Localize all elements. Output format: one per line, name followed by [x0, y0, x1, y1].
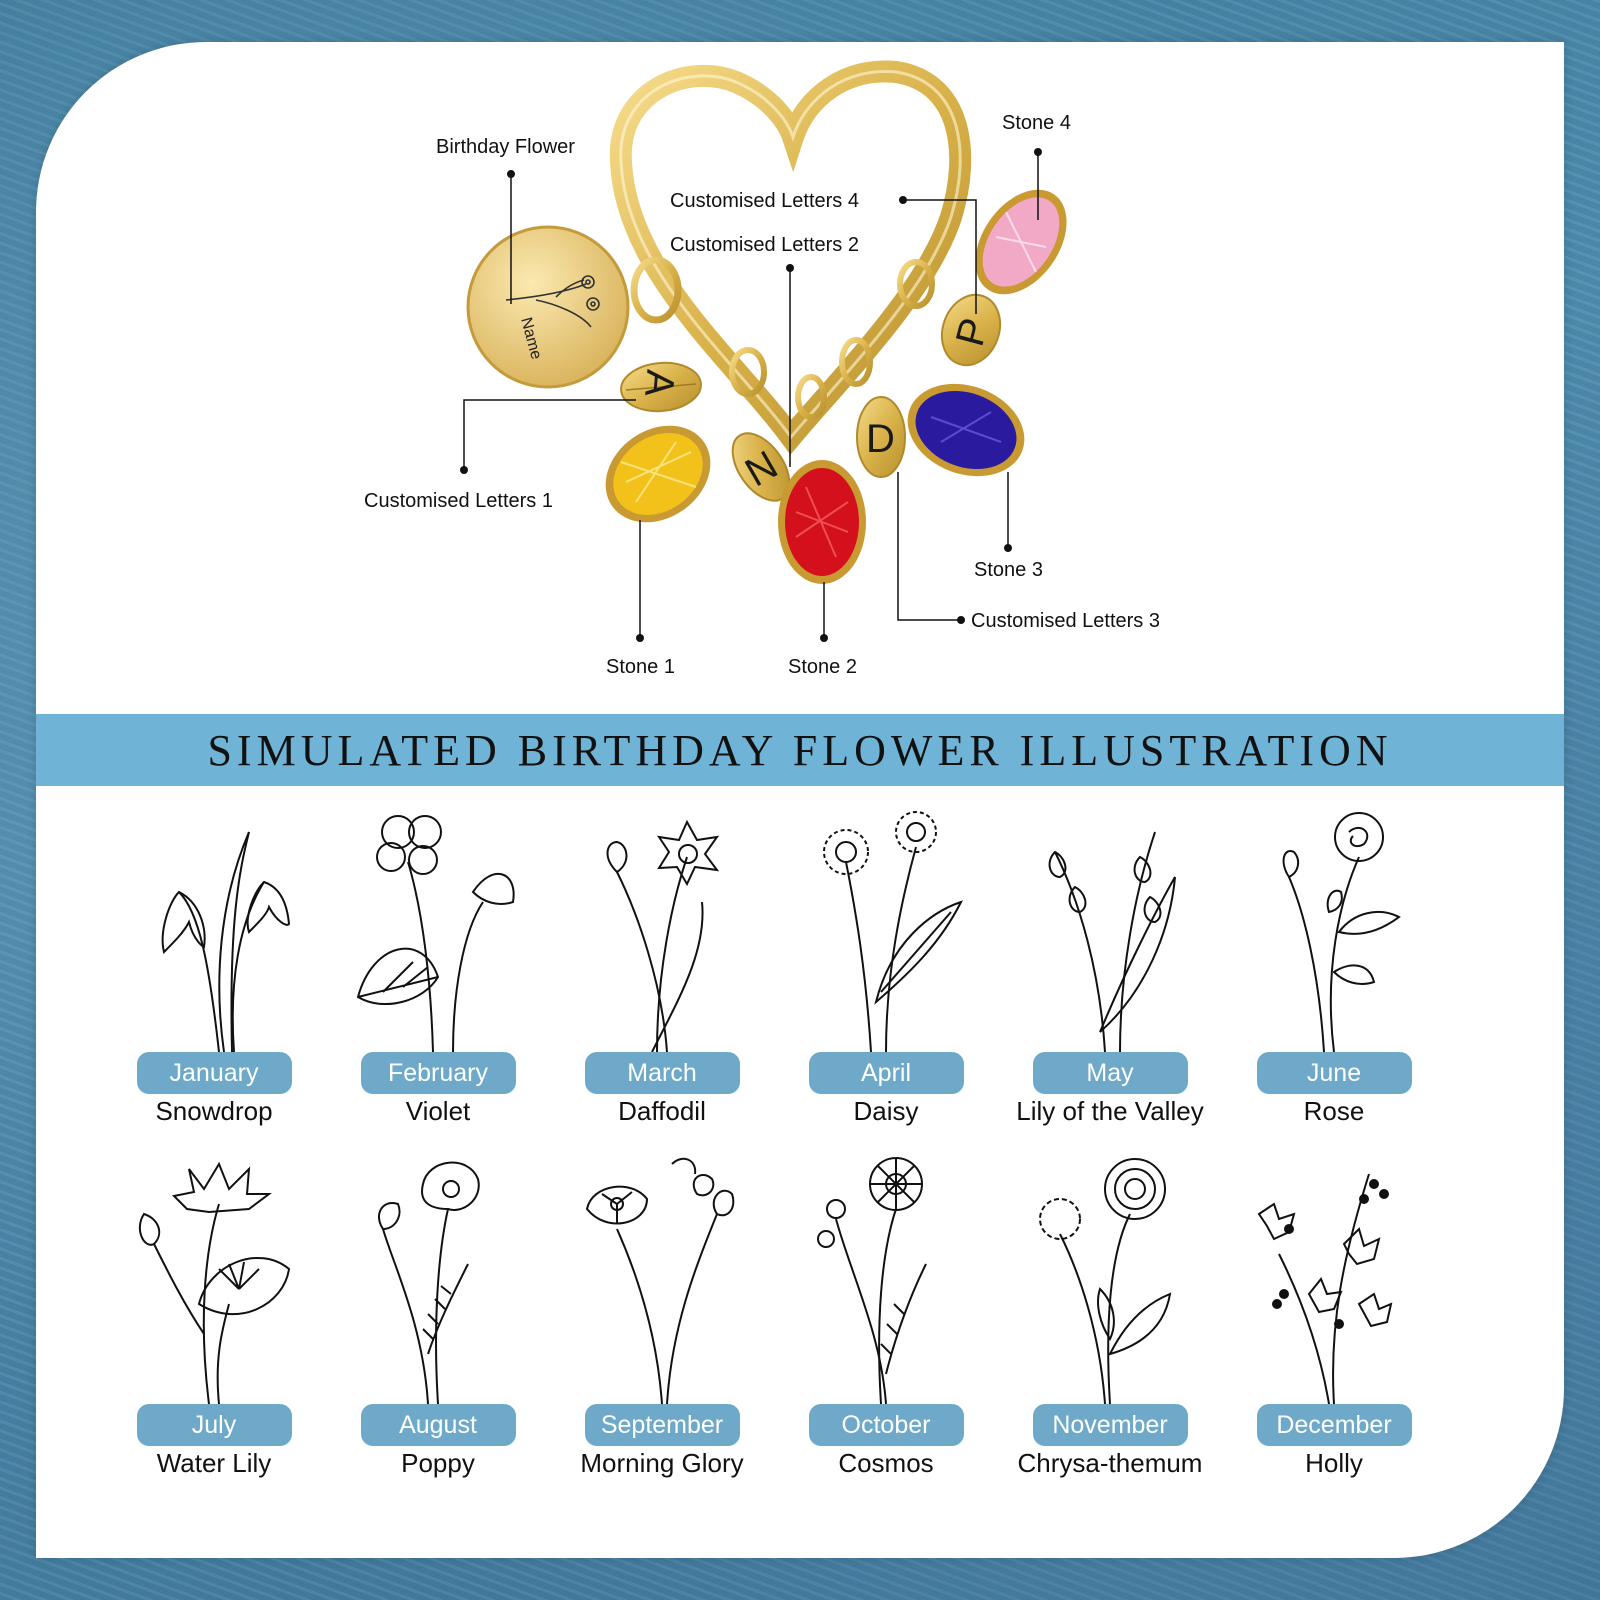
flower-card-october: October Cosmos	[776, 1154, 996, 1479]
flower-name-march: Daffodil	[618, 1096, 706, 1126]
flower-card-december: December Holly	[1224, 1154, 1444, 1479]
month-pill-august: August	[360, 1404, 516, 1446]
stone-1	[605, 425, 711, 523]
letter-charm-1: A	[620, 361, 702, 413]
flower-name-november: Chrysa-themum	[1017, 1448, 1203, 1478]
flower-name-september: Morning Glory	[580, 1448, 744, 1478]
callout-stone-3: Stone 3	[974, 559, 1043, 581]
flower-card-august: August Poppy	[328, 1154, 548, 1479]
month-pill-february: February	[360, 1052, 516, 1094]
water-lily-icon	[138, 1161, 291, 1404]
daffodil-icon	[606, 819, 720, 1052]
flower-card-april: April Daisy	[776, 802, 996, 1127]
flower-card-september: September Morning Glory	[552, 1154, 772, 1479]
month-pill-november: November	[1032, 1404, 1188, 1446]
snowdrop-icon	[161, 831, 291, 1052]
month-pill-march: March	[584, 1052, 740, 1094]
letter-charm-4: P	[940, 293, 1002, 367]
flower-card-june: June Rose	[1224, 802, 1444, 1127]
violet-icon	[356, 815, 515, 1052]
callout-letters-2: Customised Letters 2	[670, 234, 859, 256]
callout-letters-1: Customised Letters 1	[364, 490, 553, 512]
charm-letter-d: D	[866, 417, 895, 461]
month-pill-april: April	[808, 1052, 964, 1094]
callout-stone-4: Stone 4	[1002, 112, 1071, 134]
engraved-flower-icon	[505, 275, 600, 328]
callout-lines	[463, 152, 1039, 638]
flower-name-october: Cosmos	[838, 1448, 934, 1478]
poppy-icon	[378, 1161, 480, 1404]
flower-name-may: Lily of the Valley	[1016, 1096, 1204, 1126]
month-pill-july: July	[136, 1404, 292, 1446]
callout-letters-3: Customised Letters 3	[971, 610, 1160, 632]
flower-card-may: May Lily of the Valley	[1000, 802, 1220, 1127]
holly-icon	[1257, 1173, 1393, 1404]
charm-letter-a: A	[636, 368, 682, 399]
month-pill-october: October	[808, 1404, 964, 1446]
banner-title: SIMULATED BIRTHDAY FLOWER ILLUSTRATION	[207, 725, 1393, 775]
callout-dots	[460, 148, 1042, 642]
flower-name-february: Violet	[405, 1096, 471, 1126]
month-pill-may: May	[1032, 1052, 1188, 1094]
section-banner: SIMULATED BIRTHDAY FLOWER ILLUSTRATION	[36, 714, 1564, 786]
flower-card-march: March Daffodil	[552, 802, 772, 1127]
callout-letters-4: Customised Letters 4	[670, 190, 859, 212]
flower-card-february: February Violet	[328, 802, 548, 1127]
rose-icon	[1282, 812, 1401, 1052]
flower-card-july: July Water Lily	[104, 1154, 324, 1479]
flower-card-january: January Snowdrop	[104, 802, 324, 1127]
keychain-diagram: Name A N D P	[460, 60, 1067, 642]
morning-glory-icon	[585, 1157, 735, 1404]
stone-3	[907, 383, 1025, 477]
flower-name-july: Water Lily	[156, 1448, 272, 1478]
stone-2	[778, 460, 866, 584]
flower-name-january: Snowdrop	[155, 1096, 273, 1126]
callout-stone-1: Stone 1	[606, 656, 675, 678]
callout-birthday-flower: Birthday Flower	[436, 136, 575, 158]
product-card: Name A N D P	[36, 42, 1564, 1558]
cosmos-icon	[817, 1157, 927, 1404]
flower-name-april: Daisy	[853, 1096, 919, 1126]
daisy-icon	[823, 811, 963, 1052]
stone-4	[975, 189, 1067, 295]
flower-name-december: Holly	[1305, 1448, 1363, 1478]
month-pill-june: June	[1256, 1052, 1412, 1094]
month-pill-september: September	[584, 1404, 740, 1446]
lily-of-the-valley-icon	[1048, 831, 1176, 1052]
flower-name-august: Poppy	[401, 1448, 475, 1478]
month-pill-january: January	[136, 1052, 292, 1094]
callout-stone-2: Stone 2	[788, 656, 857, 678]
letter-charm-3: D	[856, 396, 906, 478]
chrysanthemum-icon	[1039, 1158, 1172, 1404]
flower-card-november: November Chrysa-themum	[1000, 1154, 1220, 1479]
month-pill-december: December	[1256, 1404, 1412, 1446]
flower-name-june: Rose	[1303, 1096, 1365, 1126]
